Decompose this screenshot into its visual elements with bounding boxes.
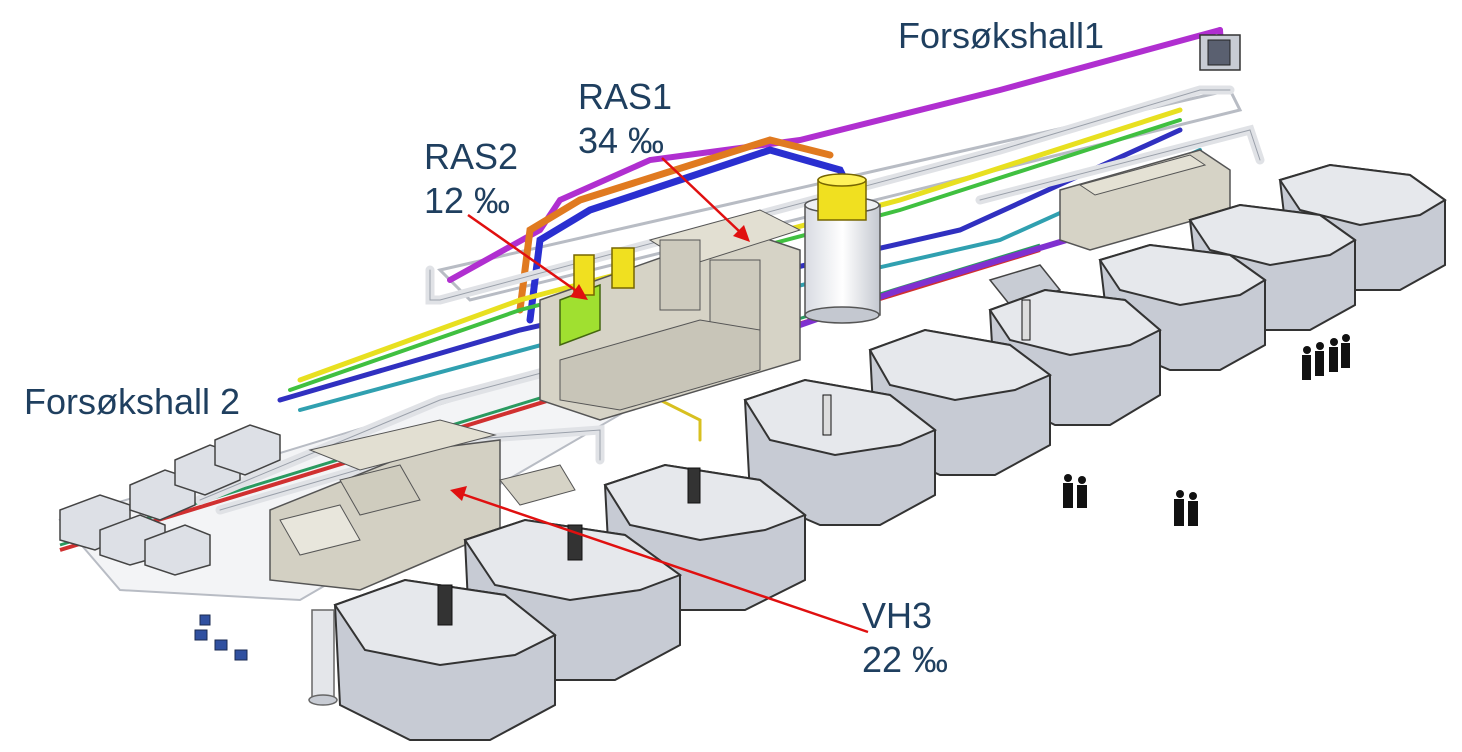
- label-ras2-name: RAS2: [424, 136, 519, 177]
- label-vh3-name: VH3: [862, 595, 933, 636]
- outlet-pipe: [308, 609, 338, 706]
- label-forsokshall2: Forsøkshall 2: [24, 380, 240, 424]
- label-forsokshall1-text: Forsøkshall1: [898, 15, 1105, 56]
- label-forsokshall1: Forsøkshall1: [898, 14, 1104, 58]
- valve-cluster: [194, 614, 248, 661]
- label-ras1-name: RAS1: [578, 76, 673, 117]
- person-group-1: [1063, 474, 1087, 508]
- arrow-ras1: [661, 157, 750, 242]
- pump-unit: [1199, 34, 1241, 71]
- label-ras1-salinity: 34 ‰: [578, 120, 665, 161]
- annotation-arrows: [450, 157, 869, 634]
- forsokshall2-units: [269, 419, 576, 591]
- silo-yellow: [817, 173, 867, 221]
- tank-6: [743, 378, 937, 526]
- silo-large: [804, 196, 881, 324]
- tank-drains: [437, 299, 1031, 626]
- small-tanks-forsokshall2: [59, 424, 281, 576]
- label-vh3: VH3 22 ‰: [862, 594, 948, 682]
- label-ras1: RAS1 34 ‰: [578, 75, 672, 163]
- tank-2: [1188, 203, 1357, 331]
- label-ras2: RAS2 12 ‰: [424, 135, 518, 223]
- ras-process-area: [539, 209, 802, 421]
- label-forsokshall2-text: Forsøkshall 2: [24, 381, 241, 422]
- person-group-2: [1174, 490, 1198, 526]
- person-group-3: [1302, 334, 1350, 380]
- arrow-ras2: [467, 213, 588, 300]
- label-vh3-salinity: 22 ‰: [862, 639, 949, 680]
- label-ras2-salinity: 12 ‰: [424, 180, 511, 221]
- people-silhouettes: [1063, 334, 1350, 526]
- arrow-vh3: [450, 486, 869, 634]
